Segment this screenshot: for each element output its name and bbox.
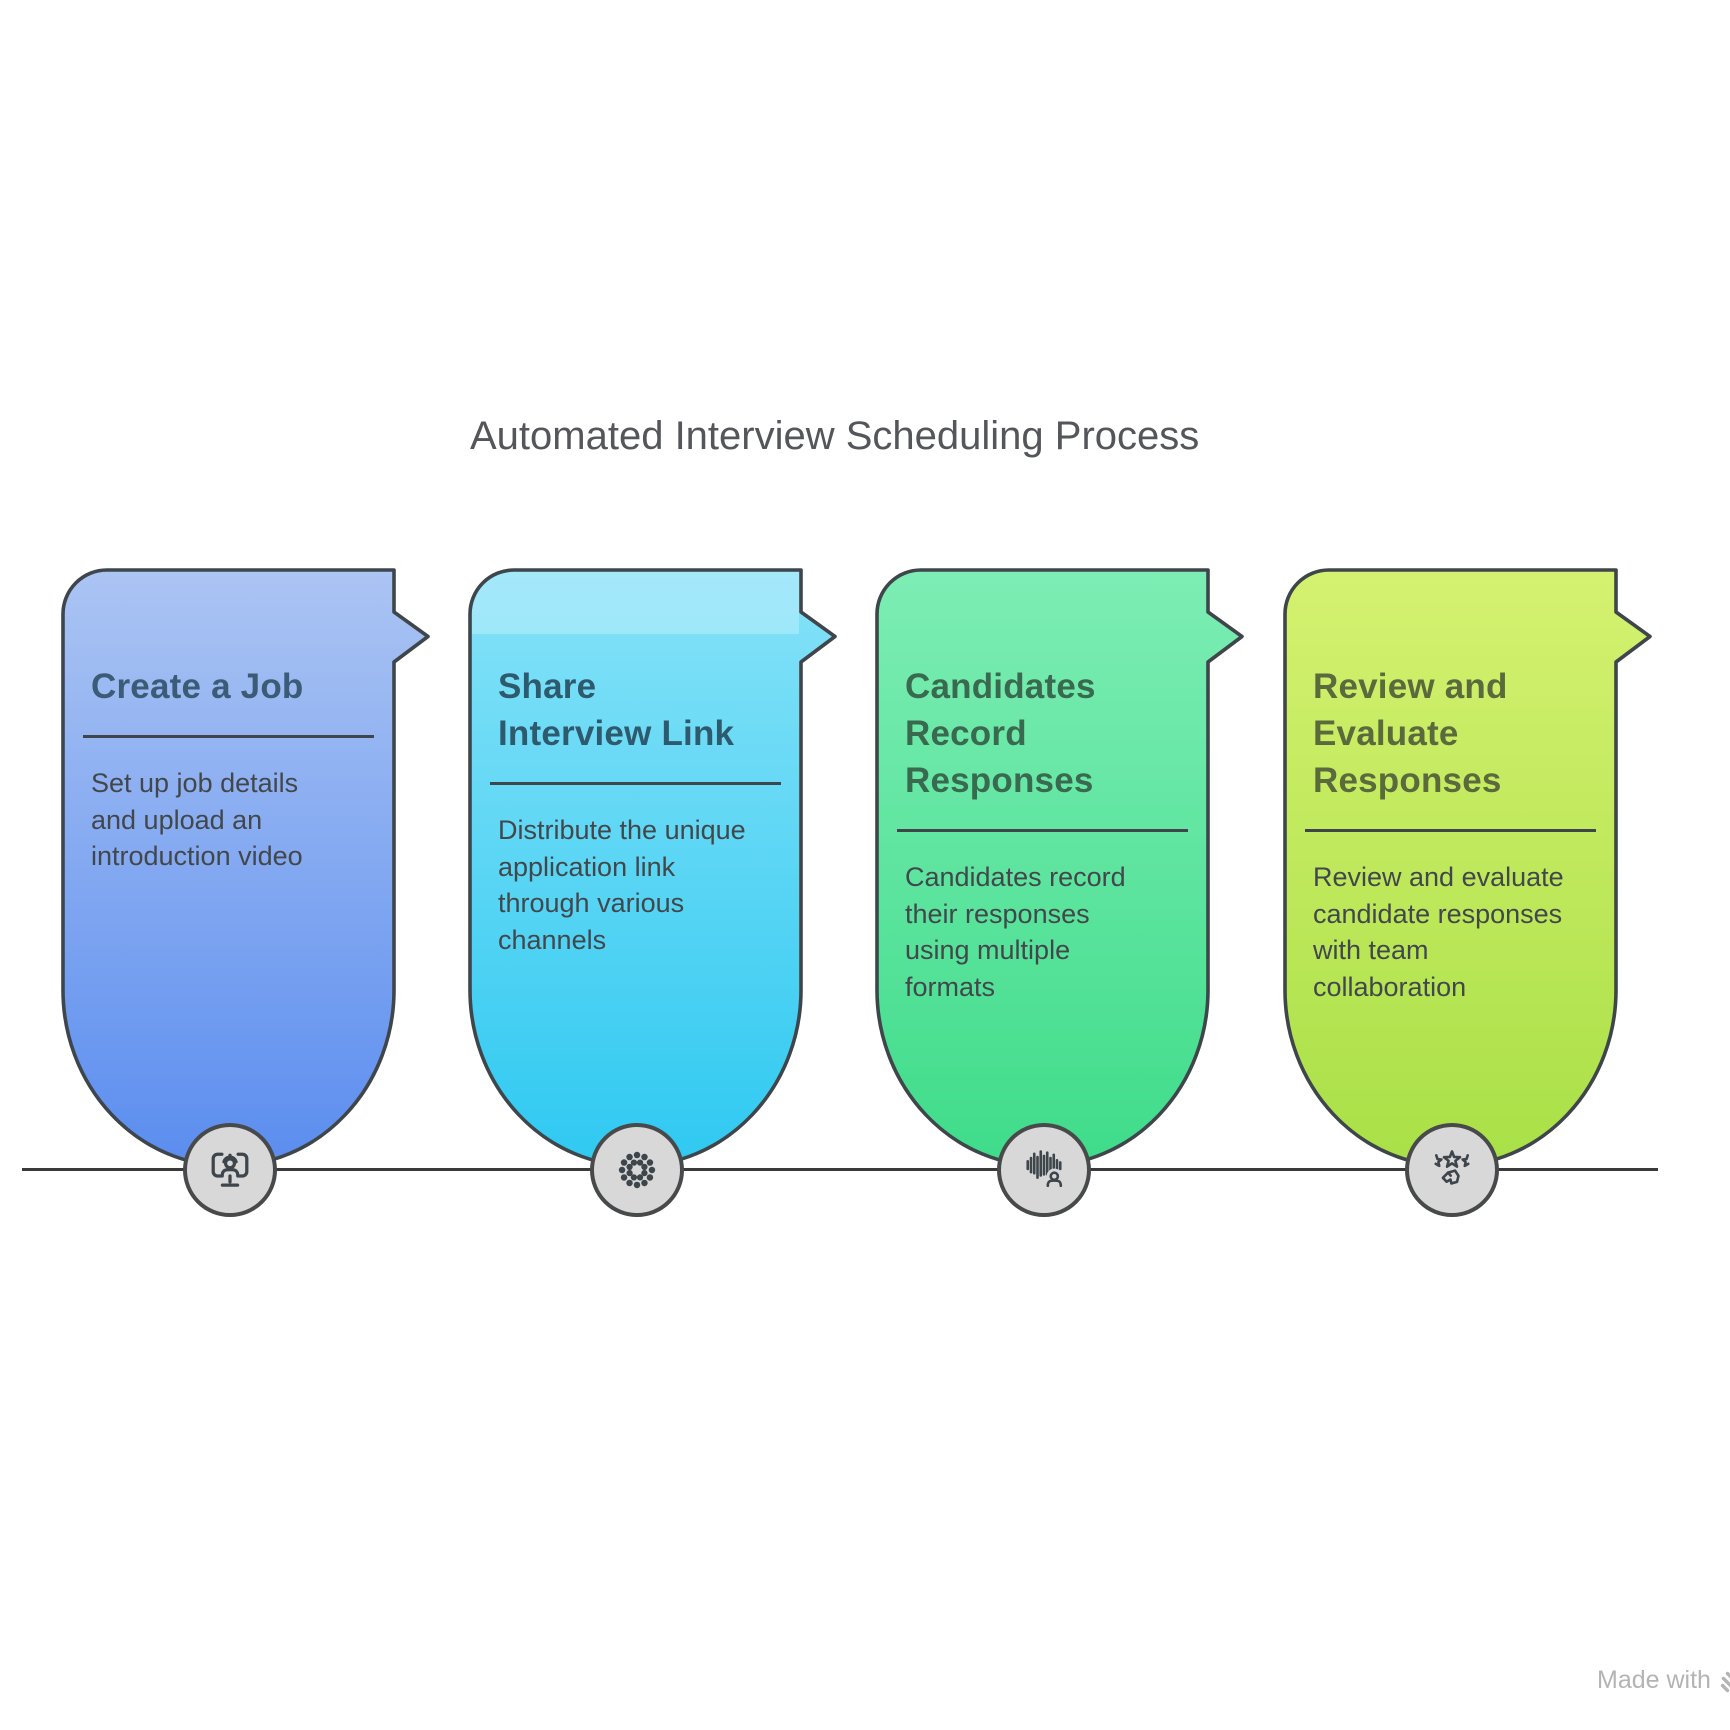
step-card-create-job: Create a Job Set up job details and uplo… [60, 568, 432, 1170]
step-node-1 [183, 1123, 277, 1217]
step-title: Candidates Record Responses [905, 667, 1096, 800]
step-node-2 [590, 1123, 684, 1217]
step-node-3 [997, 1123, 1091, 1217]
card-content: Review and Evaluate Responses Review and… [1305, 663, 1596, 1005]
card-shape [468, 568, 837, 1168]
dots-cluster-icon [618, 1151, 656, 1189]
page-title: Automated Interview Scheduling Process [470, 414, 1200, 458]
step-node-4 [1405, 1123, 1499, 1217]
step-description: Distribute the unique application link t… [498, 815, 746, 955]
step-description: Candidates record their responses using … [905, 862, 1126, 1002]
card-shape [61, 568, 430, 1168]
title-divider [83, 735, 374, 738]
watermark-text: Made with [1597, 1666, 1711, 1694]
step-title: Review and Evaluate Responses [1313, 667, 1508, 800]
step-card-share-link: Share Interview Link Distribute the uniq… [467, 568, 839, 1170]
napkin-logo-icon [1720, 1671, 1730, 1693]
card-content: Candidates Record Responses Candidates r… [897, 663, 1188, 1005]
waveform-person-icon [1026, 1150, 1065, 1190]
step-card-record-responses: Candidates Record Responses Candidates r… [874, 568, 1246, 1170]
step-card-review-evaluate: Review and Evaluate Responses Review and… [1282, 568, 1654, 1170]
card-shape [875, 568, 1244, 1168]
step-title: Create a Job [91, 667, 304, 706]
step-description: Set up job details and upload an introdu… [91, 768, 303, 871]
stars-rating-icon [1434, 1150, 1470, 1185]
card-shape [1283, 568, 1652, 1168]
card-content: Create a Job Set up job details and uplo… [83, 663, 374, 875]
step-description: Review and evaluate candidate responses … [1313, 862, 1564, 1002]
title-divider [897, 829, 1188, 832]
title-divider [490, 782, 781, 785]
step-title: Share Interview Link [498, 667, 735, 753]
title-divider [1305, 829, 1596, 832]
watermark: Made with [1597, 1666, 1730, 1695]
timeline-line [22, 1168, 1658, 1172]
video-interview-icon [211, 1152, 249, 1187]
card-content: Share Interview Link Distribute the uniq… [490, 663, 781, 958]
